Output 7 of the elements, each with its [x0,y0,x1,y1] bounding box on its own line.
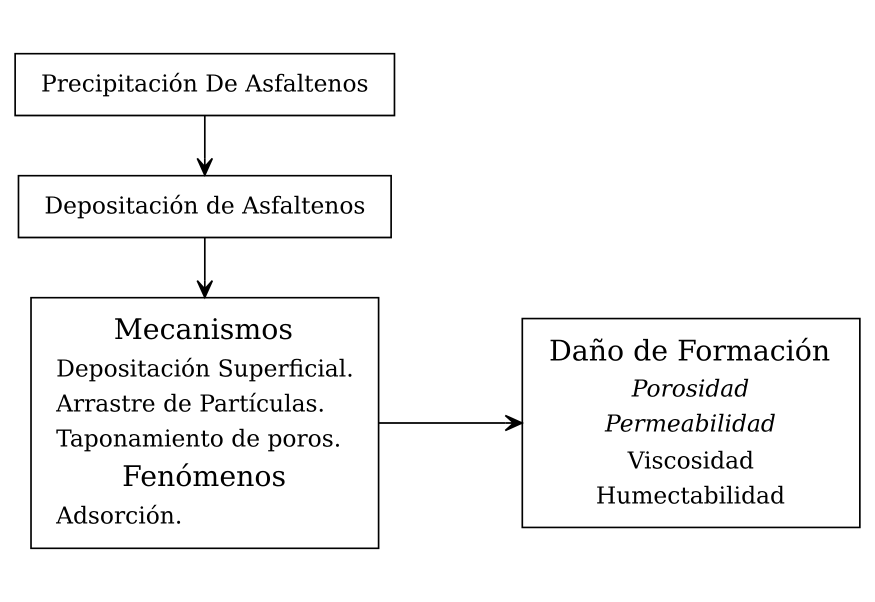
node-box: Depositación de Asfaltenos [18,174,392,238]
arrow [196,238,214,298]
arrow [378,414,523,432]
node-box: Daño de Formación Porosidad Permeabilidad Viscosidad Humectabilidad [521,318,861,528]
arrow [196,116,214,176]
node-box: Precipitación De Asfaltenos [14,52,396,116]
node-box: Mecanismos Depositación Superficial. Arrastre de Partículas. Taponamiento de poros. Fenómenos Adsorción. [30,296,380,550]
